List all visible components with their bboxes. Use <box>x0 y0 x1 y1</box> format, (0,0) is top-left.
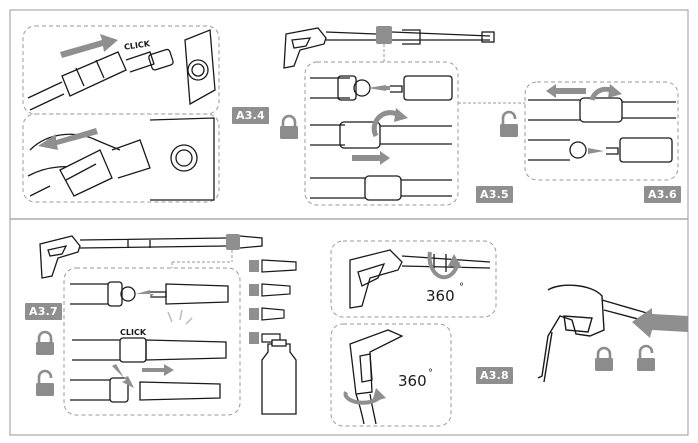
foam-bottle-illustration <box>261 339 297 415</box>
arrow-icon <box>142 364 174 376</box>
spray-gun-nozzle-illustration <box>39 234 263 279</box>
rotate-arrow-icon <box>427 251 460 280</box>
arrow-icon <box>546 84 586 98</box>
arrow-icon <box>112 364 134 388</box>
panel-a36 <box>458 81 679 181</box>
panel-a36-frame <box>524 81 679 181</box>
panel-a34: CLICK <box>22 25 220 203</box>
arrow-icon <box>588 148 604 154</box>
panel-a34-bottom-frame <box>22 113 220 203</box>
lance-release-illustration <box>528 97 676 163</box>
step-badge-a34: A3.4 <box>232 107 269 124</box>
panel-a38: 360 ° 360 ° <box>330 240 688 427</box>
degree-mark: ° <box>428 368 433 379</box>
step-badge-a38: A3.8 <box>476 367 513 384</box>
step-badge-a37: A3.7 <box>25 303 62 320</box>
hose-rotate-illustration <box>349 329 404 425</box>
panel-a37: CLICK <box>34 234 297 416</box>
panel-a38-top-frame <box>330 240 497 318</box>
hose-disconnect-illustration <box>27 117 215 201</box>
arrow-icon <box>38 128 98 150</box>
panel-a35-frame <box>304 61 459 206</box>
panel-a35 <box>278 26 495 206</box>
step-badge-a35: A3.5 <box>476 186 513 203</box>
gun-hose-lock-illustration <box>537 284 665 383</box>
spray-gun-lance-illustration <box>283 26 495 69</box>
arrow-icon <box>368 85 386 91</box>
click-label: CLICK <box>124 39 152 52</box>
padlock-open-icon <box>34 369 56 398</box>
padlock-open-icon <box>635 344 657 373</box>
arrow-icon <box>136 290 154 298</box>
arrow-icon <box>352 151 390 165</box>
rotation-value: 360 <box>426 287 455 305</box>
padlock-closed-icon <box>593 346 615 373</box>
padlock-open-icon <box>498 110 520 139</box>
rotation-value: 360 <box>398 372 427 390</box>
nozzle-variants <box>249 259 297 344</box>
panel-a37-frame <box>63 267 241 416</box>
lance-coupling-illustration <box>310 75 453 201</box>
click-label: CLICK <box>120 328 147 337</box>
step-badge-a36: A3.6 <box>644 186 681 203</box>
arrow-icon <box>60 34 118 58</box>
arrow-icon <box>632 308 688 338</box>
gun-rotate-illustration <box>349 249 491 309</box>
panel-a38-bottom-frame <box>330 323 452 427</box>
hose-connect-illustration <box>27 29 216 111</box>
nozzle-coupling-illustration <box>70 281 229 403</box>
click-burst <box>167 309 193 325</box>
padlock-closed-icon <box>278 114 300 141</box>
degree-mark: ° <box>459 282 464 293</box>
padlock-closed-icon <box>34 330 56 357</box>
outer-frame <box>9 9 689 436</box>
